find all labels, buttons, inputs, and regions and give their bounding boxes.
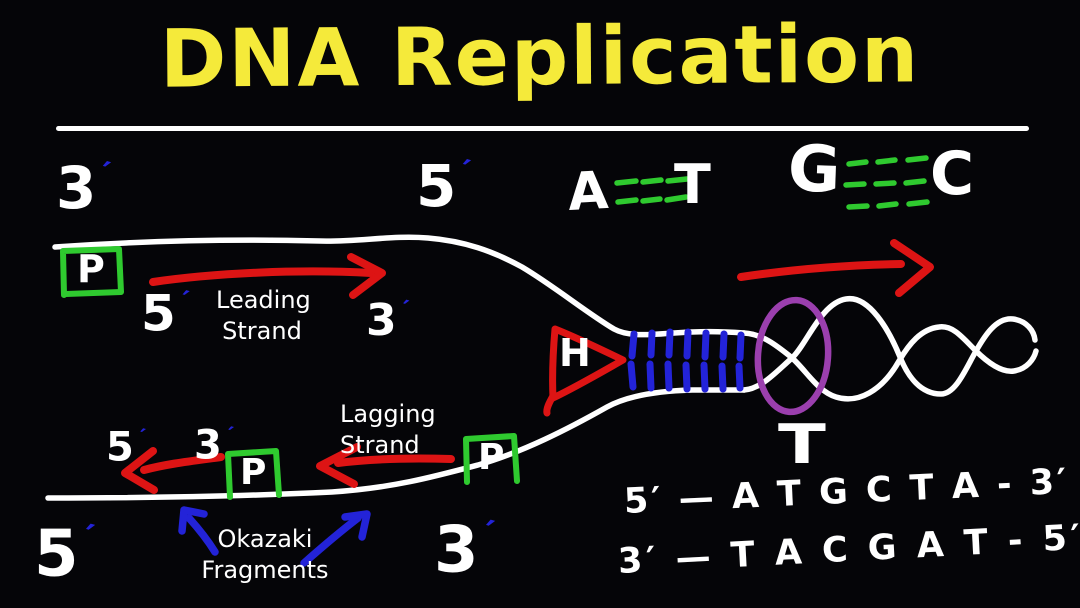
primer-box-leading xyxy=(60,246,124,298)
page-title: DNA Replication xyxy=(159,7,921,106)
end-digit: 3 xyxy=(56,153,97,222)
end-label-top-left-3prime: 3′ xyxy=(56,154,114,217)
at-bond-dash xyxy=(640,196,663,204)
at-bond-dash xyxy=(615,197,639,205)
h-bond-dash xyxy=(736,331,745,362)
okazaki-pointer-right-shaft xyxy=(300,514,362,567)
lagging-arrow-left-head xyxy=(121,447,158,494)
end-digit: 5 xyxy=(106,424,134,471)
gc-bond-dash xyxy=(875,157,898,165)
h-bond-dash xyxy=(646,360,655,392)
at-bond-dash xyxy=(664,194,689,203)
lagging-arrow-left-shaft xyxy=(140,453,225,474)
lagging-strand-label: Lagging Strand xyxy=(340,399,436,461)
end-digit: 3 xyxy=(434,513,479,588)
end-digit: 3 xyxy=(366,295,397,347)
lagging-arrow-right-shaft xyxy=(334,454,455,467)
primer-box-lagging-right xyxy=(463,433,520,485)
end-digit: 3 xyxy=(194,422,222,469)
gc-bond-dash xyxy=(846,203,870,210)
at-bond-dash xyxy=(640,177,664,185)
primer-label-leading: P xyxy=(77,247,105,291)
h-bond-dash xyxy=(735,362,744,392)
end-digit: 5 xyxy=(34,517,79,592)
helicase-tail-stroke xyxy=(543,392,557,417)
leading-strand-label-line1: Leading xyxy=(216,286,311,314)
double-helix-strand-b xyxy=(741,296,1038,397)
base-cytosine: C xyxy=(930,139,975,209)
helix-t-label: T xyxy=(778,413,826,476)
at-bond-dash xyxy=(665,176,690,184)
gc-bond-dash xyxy=(905,155,929,163)
leading-strand-arrow-head xyxy=(347,253,386,299)
h-bond-dash xyxy=(700,361,709,393)
h-bond-dash xyxy=(664,360,673,392)
helix-direction-arrow-head xyxy=(890,239,934,297)
h-bond-dash xyxy=(719,330,728,361)
okazaki-label-line1: Okazaki xyxy=(217,525,313,553)
h-bond-dash xyxy=(627,360,637,391)
gc-bond-dash xyxy=(903,178,927,186)
lagging-arrow-right-head xyxy=(316,443,361,488)
okazaki-label-line2: Fragments xyxy=(201,556,329,584)
primer-label-lagging-left: P xyxy=(240,452,267,493)
base-thymine: T xyxy=(674,153,711,216)
gc-bond-dash xyxy=(846,159,869,167)
leading-strand-label-line2: Strand xyxy=(222,317,302,345)
title-underline xyxy=(56,126,1029,131)
helix-direction-arrow-shaft xyxy=(737,260,905,281)
h-bond-dash xyxy=(647,329,656,359)
gc-bond-dash xyxy=(843,181,867,188)
end-label-leading-3prime: 3′ xyxy=(366,295,411,347)
h-bond-dash xyxy=(682,361,691,393)
okazaki-fragments-label: Okazaki Fragments xyxy=(195,524,335,586)
primer-box-lagging-left xyxy=(225,448,282,500)
h-bond-dash xyxy=(665,328,674,359)
gc-bond-dash xyxy=(906,199,930,207)
lagging-strand-label-line2: Strand xyxy=(340,431,420,459)
lagging-strand-label-line1: Lagging xyxy=(340,400,436,428)
h-bond-dash xyxy=(683,328,692,360)
end-label-lagging-5prime: 5′ xyxy=(106,424,147,471)
end-digit: 5 xyxy=(141,284,176,343)
leading-strand-label: Leading Strand xyxy=(216,285,311,347)
end-label-top-mid-5prime: 5′ xyxy=(416,152,474,215)
okazaki-pointer-left-shaft xyxy=(185,514,219,556)
end-label-lagging-3prime: 3′ xyxy=(194,422,235,469)
helicase-triangle xyxy=(549,325,627,402)
end-label-bottom-mid-3prime: 3′ xyxy=(434,513,497,583)
base-pair-bonds xyxy=(614,155,930,210)
end-digit: 5 xyxy=(416,151,457,220)
h-bond-dash xyxy=(718,362,727,393)
helix-crossing-circle xyxy=(754,296,832,416)
h-bond-dash xyxy=(628,330,638,360)
leading-strand-arrow-shaft xyxy=(149,267,375,286)
base-guanine: G xyxy=(786,132,842,208)
end-label-bottom-left-5prime: 5′ xyxy=(34,517,97,587)
h-bond-dash xyxy=(701,329,710,361)
okazaki-pointer-left-head xyxy=(178,506,208,535)
end-label-leading-5prime: 5′ xyxy=(141,285,192,339)
hydrogen-bond-rungs xyxy=(627,328,745,393)
helicase-label: H xyxy=(559,331,591,375)
gc-bond-dash xyxy=(876,201,899,209)
base-adenine: A xyxy=(566,160,610,224)
okazaki-pointer-right-head xyxy=(341,510,371,541)
double-helix-strand-a xyxy=(741,324,1039,402)
gc-bond-dash xyxy=(873,180,897,187)
primer-label-lagging-right: P xyxy=(478,437,505,478)
at-bond-dash xyxy=(614,178,639,186)
